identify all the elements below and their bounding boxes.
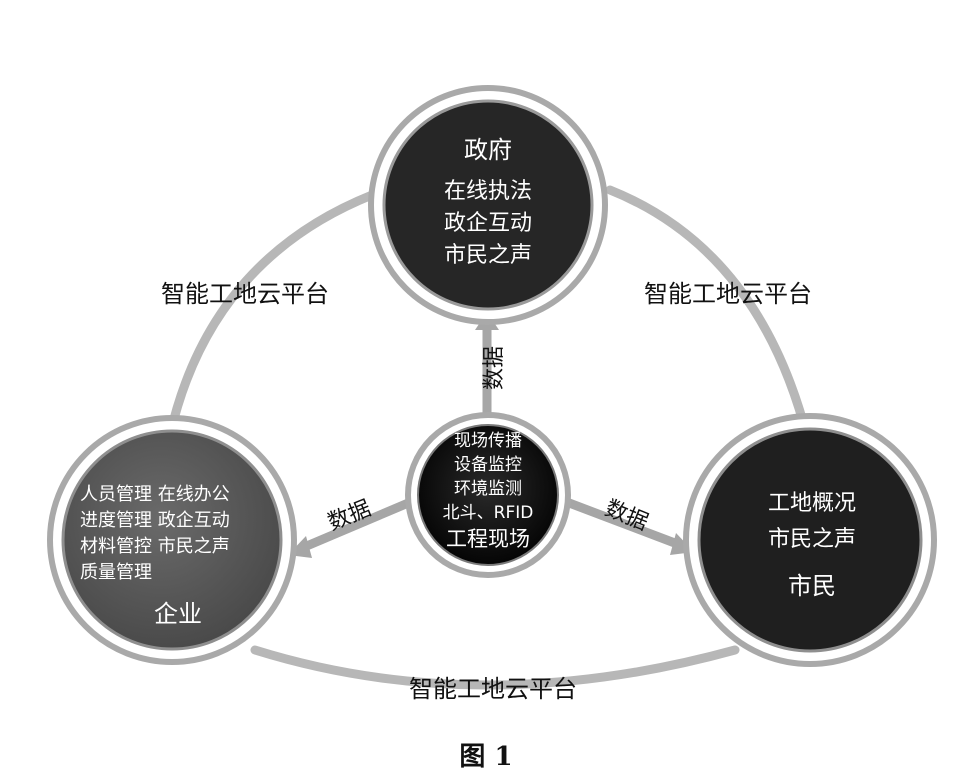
site-line-4: 北斗、RFID bbox=[443, 503, 534, 523]
node-site: 现场传播 设备监控 环境监测 北斗、RFID 工程现场 bbox=[405, 412, 571, 578]
figure-caption: 图 1 bbox=[459, 742, 512, 772]
platform-label-left: 智能工地云平台 bbox=[161, 280, 329, 308]
node-government: 政府 在线执法 政企互动 市民之声 bbox=[368, 85, 608, 325]
enterprise-line-3: 材料管控 市民之声 bbox=[80, 536, 230, 557]
citizen-title: 市民 bbox=[788, 572, 836, 600]
government-line-1: 在线执法 bbox=[444, 179, 532, 204]
site-line-2: 设备监控 bbox=[454, 455, 522, 475]
platform-label-right: 智能工地云平台 bbox=[644, 280, 812, 308]
government-line-3: 市民之声 bbox=[444, 243, 532, 268]
citizen-line-1: 工地概况 bbox=[768, 491, 856, 516]
arc-bottom bbox=[250, 645, 740, 690]
site-line-1: 现场传播 bbox=[454, 431, 522, 451]
arrow-right bbox=[554, 493, 682, 550]
platform-label-bottom: 智能工地云平台 bbox=[409, 675, 577, 703]
platform-ring bbox=[165, 185, 813, 690]
arc-left bbox=[165, 190, 377, 440]
site-line-3: 环境监测 bbox=[454, 479, 522, 499]
node-enterprise: 人员管理 在线办公 进度管理 政企互动 材料管控 市民之声 质量管理 企业 bbox=[47, 415, 297, 665]
government-title: 政府 bbox=[464, 136, 512, 164]
data-label-up: 数据 bbox=[482, 346, 507, 390]
site-title: 工程现场 bbox=[446, 527, 530, 551]
data-label-right: 数据 bbox=[601, 496, 651, 536]
enterprise-title: 企业 bbox=[154, 600, 202, 628]
enterprise-line-4: 质量管理 bbox=[80, 562, 152, 583]
government-line-2: 政企互动 bbox=[444, 211, 532, 236]
enterprise-line-2: 进度管理 政企互动 bbox=[80, 510, 230, 531]
enterprise-line-1: 人员管理 在线办公 bbox=[80, 484, 230, 505]
arc-right bbox=[605, 185, 813, 445]
arrow-left bbox=[300, 493, 422, 553]
citizen-line-2: 市民之声 bbox=[768, 527, 856, 552]
node-citizen: 工地概况 市民之声 市民 bbox=[683, 413, 937, 667]
data-arrows bbox=[288, 312, 694, 558]
